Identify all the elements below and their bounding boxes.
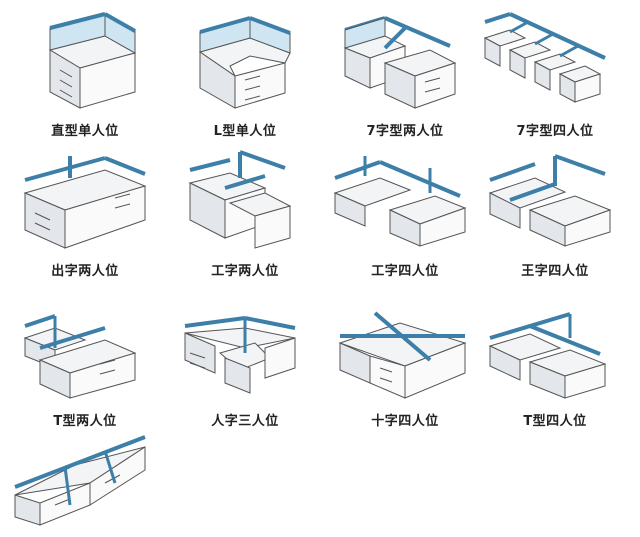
seven-shape-two-icon [330, 8, 480, 118]
straight-single-icon [10, 8, 160, 118]
layout-caption: T型四人位 [523, 414, 587, 429]
layout-caption: T型两人位 [53, 414, 117, 429]
layout-caption: 十字四人位 [371, 414, 439, 429]
layout-caption: 人字三人位 [211, 414, 279, 429]
layout-caption: 直型单人位 [51, 124, 119, 139]
seven-shape-four-icon [480, 8, 630, 118]
layout-caption: 7字型四人位 [516, 124, 594, 139]
layout-caption: 王字四人位 [521, 264, 589, 279]
t-shape-four-icon [480, 298, 630, 408]
layout-l-shape-single: L型单人位 [170, 8, 320, 143]
gong-shape-two-icon [170, 148, 320, 258]
layout-wang-shape-four: 王字四人位 [480, 148, 630, 283]
layout-t-shape-two: T型两人位 [10, 298, 160, 433]
layout-t-shape-four: T型四人位 [480, 298, 630, 433]
ren-shape-three-icon [170, 298, 320, 408]
layout-caption: 7字型两人位 [366, 124, 444, 139]
layout-gong-shape-two: 工字两人位 [170, 148, 320, 283]
layout-gong-shape-four: 工字四人位 [330, 148, 480, 283]
layout-cross-shape-four: 十字四人位 [330, 298, 480, 433]
layout-straight-single: 直型单人位 [10, 8, 160, 143]
layout-caption: 工字两人位 [211, 264, 279, 279]
layout-caption: 工字四人位 [371, 264, 439, 279]
layout-ren-shape-three: 人字三人位 [170, 298, 320, 433]
layout-y-shape [10, 425, 150, 535]
chu-shape-two-icon [10, 148, 160, 258]
layout-caption: 出字两人位 [51, 264, 119, 279]
y-shape-six-icon [10, 425, 160, 535]
layout-seven-shape-two: 7字型两人位 [330, 8, 480, 143]
layout-seven-shape-four: 7字型四人位 [480, 8, 630, 143]
layout-chu-shape-two: 出字两人位 [10, 148, 160, 283]
l-shape-single-icon [170, 8, 320, 118]
wang-shape-four-icon [480, 148, 630, 258]
gong-shape-four-icon [330, 148, 480, 258]
layout-caption: L型单人位 [213, 124, 277, 139]
cross-shape-four-icon [330, 298, 480, 408]
t-shape-two-icon [10, 298, 160, 408]
